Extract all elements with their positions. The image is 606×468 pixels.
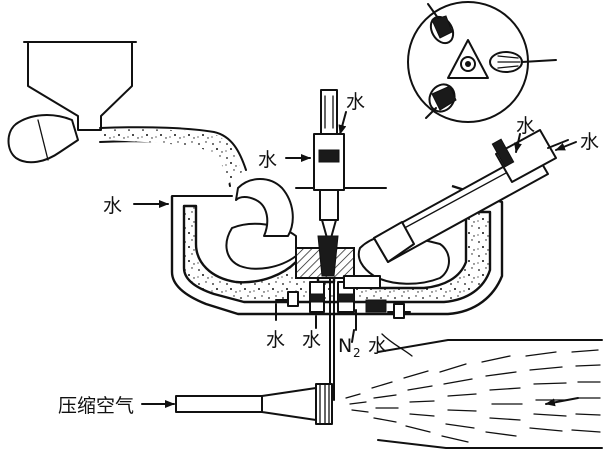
- top-view-inset: [407, 1, 557, 123]
- arrow-icon: [555, 141, 577, 151]
- feed-hopper: [7, 41, 247, 187]
- arrow-icon: [514, 133, 522, 153]
- spray-chamber: [345, 339, 603, 449]
- water-label-bottom-2: 水: [302, 329, 321, 351]
- water-label-bottom-1: 水: [266, 329, 285, 351]
- water-label-left: 水: [103, 195, 122, 217]
- atomizer-nozzle: [175, 383, 333, 425]
- spray-plume: [345, 349, 601, 443]
- spray-direction-arrow-icon: [545, 397, 579, 407]
- labels: 水 水 水 水 水 水 水 N 2 水 压缩空气: [58, 91, 599, 417]
- nozzle-assembly: [275, 235, 411, 401]
- inclined-electrode: [373, 129, 569, 263]
- water-label-bottom-3: 水: [368, 335, 387, 357]
- nitrogen-subscript: 2: [353, 346, 361, 360]
- compressed-air-label: 压缩空气: [58, 395, 134, 417]
- water-label-electrode-side: 水: [258, 149, 277, 171]
- water-arrows: [133, 111, 577, 408]
- vertical-electrode: [313, 89, 345, 239]
- water-label-inclined-top: 水: [516, 115, 535, 137]
- water-label-inclined-end: 水: [580, 131, 599, 153]
- water-label-electrode-top: 水: [346, 91, 365, 113]
- nitrogen-label: N: [338, 335, 352, 357]
- arrow-icon: [338, 111, 347, 135]
